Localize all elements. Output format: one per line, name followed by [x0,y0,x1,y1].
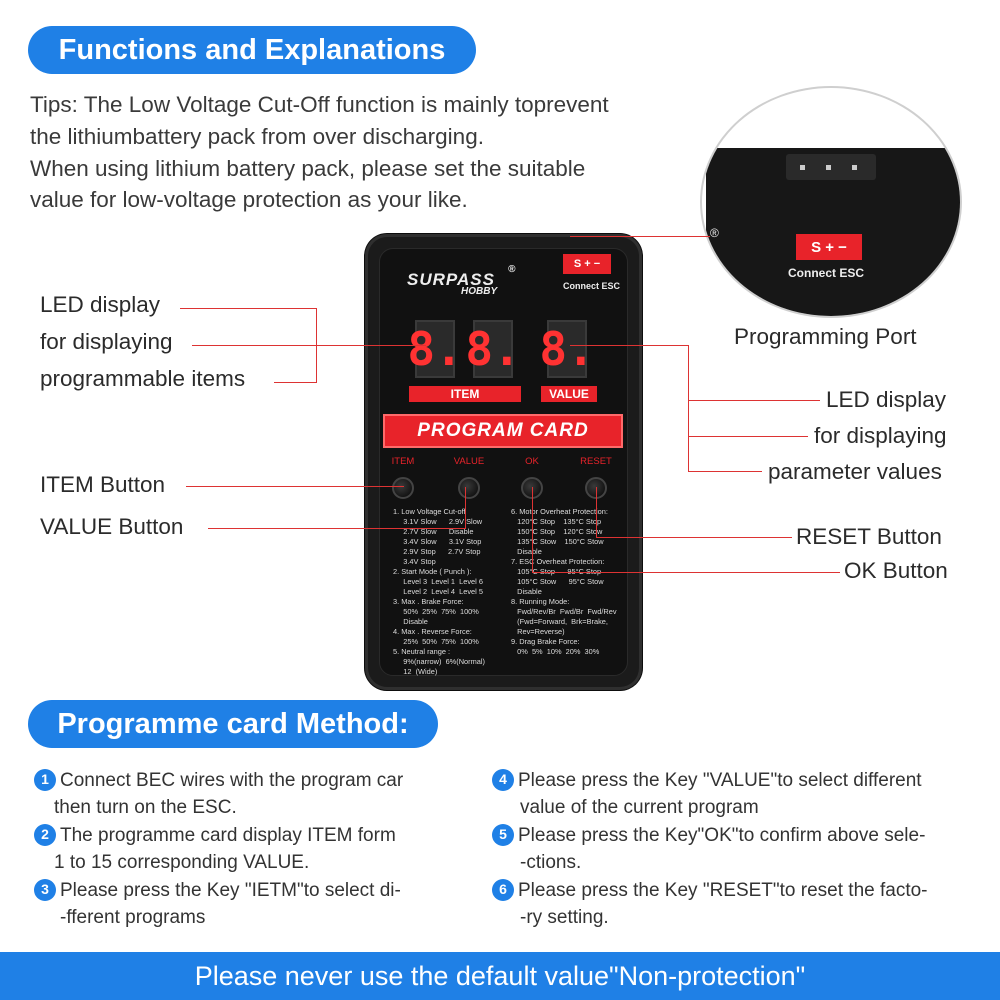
line-ok-v [532,487,533,572]
port-zoom-device: S + − Connect ESC ® [706,148,960,316]
line-led-right-v [688,345,689,471]
line-item-button [186,486,404,487]
pin-header [786,154,876,180]
step-number: 2 [34,823,56,846]
logo-surpass: SURPASS [407,270,495,289]
connect-esc-label: Connect ESC [563,281,621,291]
method-title: Programme card Method: [28,700,438,748]
step-text: 1 to 15 corresponding VALUE. [54,852,310,873]
spec-list-left: 1. Low Voltage Cut-off 3.1V Slow 2.9V Sl… [393,507,485,676]
value-digit: 8. [539,320,595,378]
step-text: -ctions. [520,852,582,873]
btn-label-value: VALUE [453,456,485,467]
line-led-right-3 [688,471,762,472]
device-face [379,248,628,676]
step-text: -fferent programs [60,907,206,928]
item-digit-1: 8. [407,320,463,378]
callout-value-button: VALUE Button [40,514,184,539]
btn-label-item: ITEM [391,456,415,467]
footer-warning: Please never use the default value"Non-p… [0,952,1000,1000]
callout-led-left-2: for displaying [40,329,173,354]
line-led-right-h [570,345,688,346]
line-led-right-1 [688,400,820,401]
step-text: The programme card display ITEM form [60,825,396,846]
value-button[interactable] [458,477,480,499]
step-text: value of the current program [520,797,759,818]
callout-led-right-2: for displaying [814,423,947,448]
step-text: then turn on the ESC. [54,797,237,818]
program-card-banner: PROGRAM CARD [383,414,623,448]
step-text: Please press the Key"OK"to confirm above… [518,825,926,846]
logo-hobby: HOBBY [461,286,498,297]
item-button[interactable] [392,477,414,499]
section-title: Functions and Explanations [28,26,476,74]
program-card-device: S + − Connect ESC SURPASS ® HOBBY 8. 8. … [365,234,642,690]
tips-line-2: the lithiumbattery pack from over discha… [30,124,484,149]
step-number: 5 [492,823,514,846]
btn-label-reset: RESET [580,456,612,467]
line-port [570,236,710,237]
step-text: Please press the Key "VALUE"to select di… [518,770,922,791]
tips-line-4: value for low-voltage protection as your… [30,187,468,212]
step-number: 4 [492,768,514,791]
item-label: ITEM [409,386,521,402]
step-number: 3 [34,878,56,901]
line-ok-h [532,572,840,573]
step-number: 6 [492,878,514,901]
step-text: Connect BEC wires with the program car [60,770,404,791]
callout-programming-port: Programming Port [734,324,917,349]
logo-registered: ® [508,264,516,275]
item-digit-2: 8. [465,320,521,378]
line-value-button-v [465,487,466,529]
callout-led-right-1: LED display [826,387,947,412]
callout-reset-button: RESET Button [796,524,942,549]
step-number: 1 [34,768,56,791]
callout-ok-button: OK Button [844,558,948,583]
spec-list-right: 6. Motor Overheat Protection: 120°C Stop… [511,507,617,656]
line-reset-h [596,537,792,538]
line-reset-v [596,487,597,537]
line-led-left-bottom [274,382,317,383]
line-led-left-mid [192,345,426,346]
line-led-right-2 [688,436,808,437]
zoom-port-label: S + − [796,234,862,260]
port-zoom-circle: S + − Connect ESC ® [700,86,962,318]
zoom-logo-mark: ® [710,226,719,240]
callout-led-left-3: programmable items [40,366,246,391]
step-text: Please press the Key "RESET"to reset the… [518,880,928,901]
callout-led-left-1: LED display [40,292,161,317]
tips-line-1: Tips: The Low Voltage Cut-Off function i… [30,92,609,117]
step-text: Please press the Key "IETM"to select di- [60,880,401,901]
callout-led-right-3: parameter values [768,459,942,484]
tips-line-3: When using lithium battery pack, please … [30,156,586,181]
step-text: -ry setting. [520,907,609,928]
value-label: VALUE [541,386,597,402]
line-value-button-h [208,528,465,529]
port-label: S + − [563,254,611,274]
zoom-connect-label: Connect ESC [788,266,865,280]
btn-label-ok: OK [525,456,539,467]
line-led-left-top [180,308,316,309]
callout-item-button: ITEM Button [40,472,166,497]
